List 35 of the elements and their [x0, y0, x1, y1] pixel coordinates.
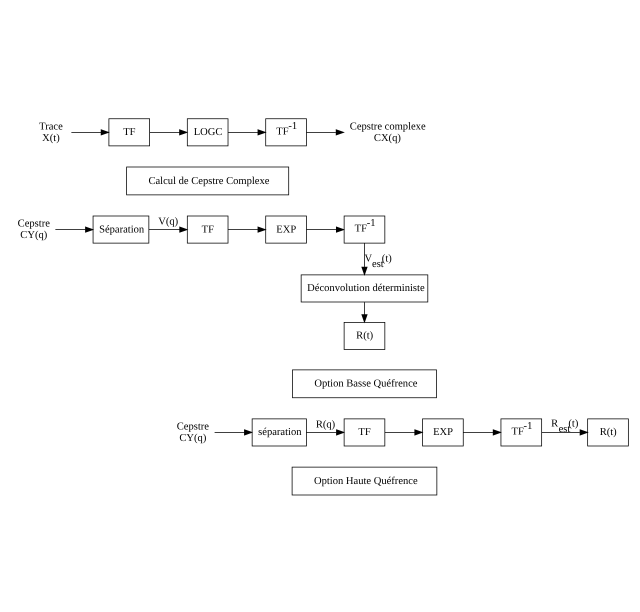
arrow	[214, 428, 254, 436]
arrow	[306, 128, 345, 136]
edge-label: V(q)	[158, 216, 178, 227]
node-box: TF	[108, 118, 150, 146]
node-box: séparation	[252, 418, 307, 446]
arrow	[228, 128, 267, 136]
arrow	[306, 226, 346, 232]
arrow	[361, 301, 368, 323]
edge-label: R(q)	[316, 418, 336, 430]
arrow	[361, 242, 368, 276]
node-text: Cepstre CY(q)	[176, 421, 209, 444]
node-box: Séparation	[92, 215, 150, 244]
arrow	[55, 226, 94, 232]
arrow	[463, 428, 502, 436]
node-box: Déconvolution déterministe	[300, 274, 428, 302]
node-box: EXP	[265, 215, 307, 244]
arrow	[70, 128, 110, 136]
arrow	[306, 428, 346, 436]
node-box: LOGC	[186, 118, 228, 146]
node-box: Option Basse Quéfrence	[292, 368, 437, 398]
node-text: Cepstre CY(q)	[18, 218, 50, 241]
node-text: Trace X(t)	[39, 120, 63, 144]
node-box: EXP	[422, 418, 464, 446]
node-box: Option Haute Quéfrence	[292, 466, 438, 495]
node-box: TF	[344, 418, 386, 446]
node-text: Cepstre complexe CX(q)	[350, 120, 426, 144]
node-box: R(t)	[344, 321, 386, 350]
arrow	[384, 428, 424, 436]
node-box: TF	[186, 215, 228, 244]
node-box: R(t)	[587, 418, 629, 446]
arrow	[149, 128, 188, 136]
node-box: Calcul de Cepstre Complexe	[126, 166, 290, 195]
arrow	[148, 226, 188, 232]
arrow	[228, 226, 267, 232]
arrow	[541, 428, 589, 436]
